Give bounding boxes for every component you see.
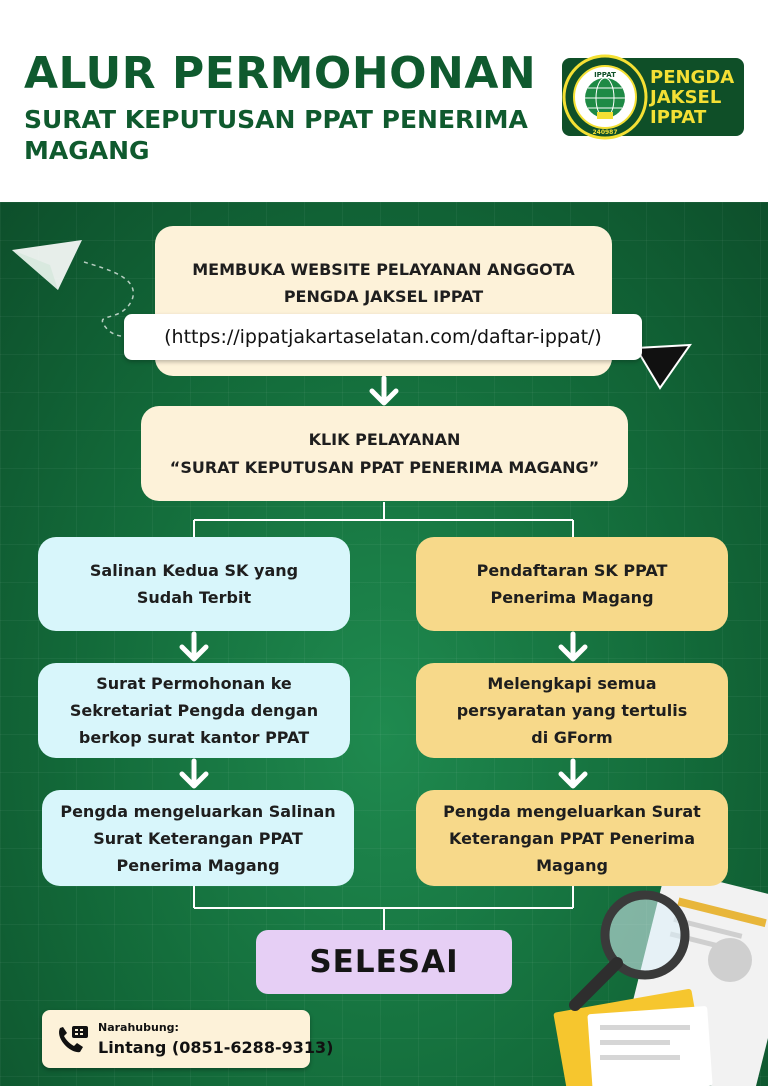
step-text: Surat Permohonan ke <box>96 674 292 693</box>
step-text: Penerima Magang <box>490 588 654 607</box>
page-subtitle: SURAT KEPUTUSAN PPAT PENERIMA MAGANG <box>24 105 528 165</box>
pengda-logo: IPPAT 240987 PENGDA JAKSEL IPPAT <box>562 54 744 140</box>
logo-text: PENGDA JAKSEL IPPAT <box>650 68 742 128</box>
seal-acronym: IPPAT <box>594 71 616 79</box>
down-arrow-icon <box>558 758 588 789</box>
step-text: Sekretariat Pengda dengan <box>69 701 319 720</box>
step-right-complete-gform: Melengkapi semua persyaratan yang tertul… <box>416 663 728 758</box>
contact-value[interactable]: Lintang (0851-6288-9313) <box>98 1038 334 1057</box>
logo-line: IPPAT <box>650 107 707 128</box>
step-click-service: KLIK PELAYANAN “SURAT KEPUTUSAN PPAT PEN… <box>141 406 628 501</box>
step-left-copy-sk: Salinan Kedua SK yang Sudah Terbit <box>38 537 350 631</box>
header: ALUR PERMOHONAN SURAT KEPUTUSAN PPAT PEN… <box>0 0 768 202</box>
magnifier-document-illustration <box>553 869 768 1086</box>
step-text: berkop surat kantor PPAT <box>78 728 310 747</box>
down-arrow-icon <box>369 375 399 406</box>
step-text: Melengkapi semua <box>487 674 657 693</box>
down-arrow-icon <box>179 631 209 662</box>
step-left-issue-copy: Pengda mengeluarkan Salinan Surat Ketera… <box>42 790 354 886</box>
step-right-issue-letter: Pengda mengeluarkan Surat Keterangan PPA… <box>416 790 728 886</box>
step-text: Salinan Kedua SK yang <box>89 561 299 580</box>
step-text: Sudah Terbit <box>136 588 252 607</box>
logo-line: JAKSEL <box>650 87 722 108</box>
website-url-link[interactable]: (https://ippatjakartaselatan.com/daftar-… <box>124 314 642 360</box>
ippat-seal-icon: IPPAT 240987 <box>562 54 648 140</box>
step-text: Pengda mengeluarkan Surat <box>443 801 701 821</box>
step-text: KLIK PELAYANAN <box>308 429 461 449</box>
step-text: Pendaftaran SK PPAT <box>476 561 668 580</box>
logo-line: PENGDA <box>650 67 735 88</box>
step-text: di GForm <box>531 728 613 747</box>
step-text: persyaratan yang tertulis <box>456 701 688 720</box>
contact-card: Narahubung: Lintang (0851-6288-9313) <box>42 1010 333 1068</box>
step-text: Pengda mengeluarkan Salinan <box>60 801 336 821</box>
step-text: Surat Keterangan PPAT <box>93 828 303 848</box>
contact-label: Narahubung: <box>98 1021 179 1034</box>
step-text: Magang <box>536 855 608 875</box>
step-text: “SURAT KEPUTUSAN PPAT PENERIMA MAGANG” <box>169 457 600 477</box>
phone-icon <box>59 1026 88 1053</box>
finish-box: SELESAI <box>256 930 512 994</box>
down-arrow-icon <box>179 758 209 789</box>
down-arrow-icon <box>558 631 588 662</box>
step-left-request-letter: Surat Permohonan ke Sekretariat Pengda d… <box>38 663 350 758</box>
step-right-registration: Pendaftaran SK PPAT Penerima Magang <box>416 537 728 631</box>
step-text: PENGDA JAKSEL IPPAT <box>283 287 484 306</box>
seal-number: 240987 <box>592 129 617 136</box>
step-text: Penerima Magang <box>116 855 280 875</box>
page-title: ALUR PERMOHONAN <box>24 48 537 99</box>
step-text: Keterangan PPAT Penerima <box>448 828 696 848</box>
cursor-arrow-icon <box>634 343 692 390</box>
step-text: MEMBUKA WEBSITE PELAYANAN ANGGOTA <box>192 260 575 279</box>
